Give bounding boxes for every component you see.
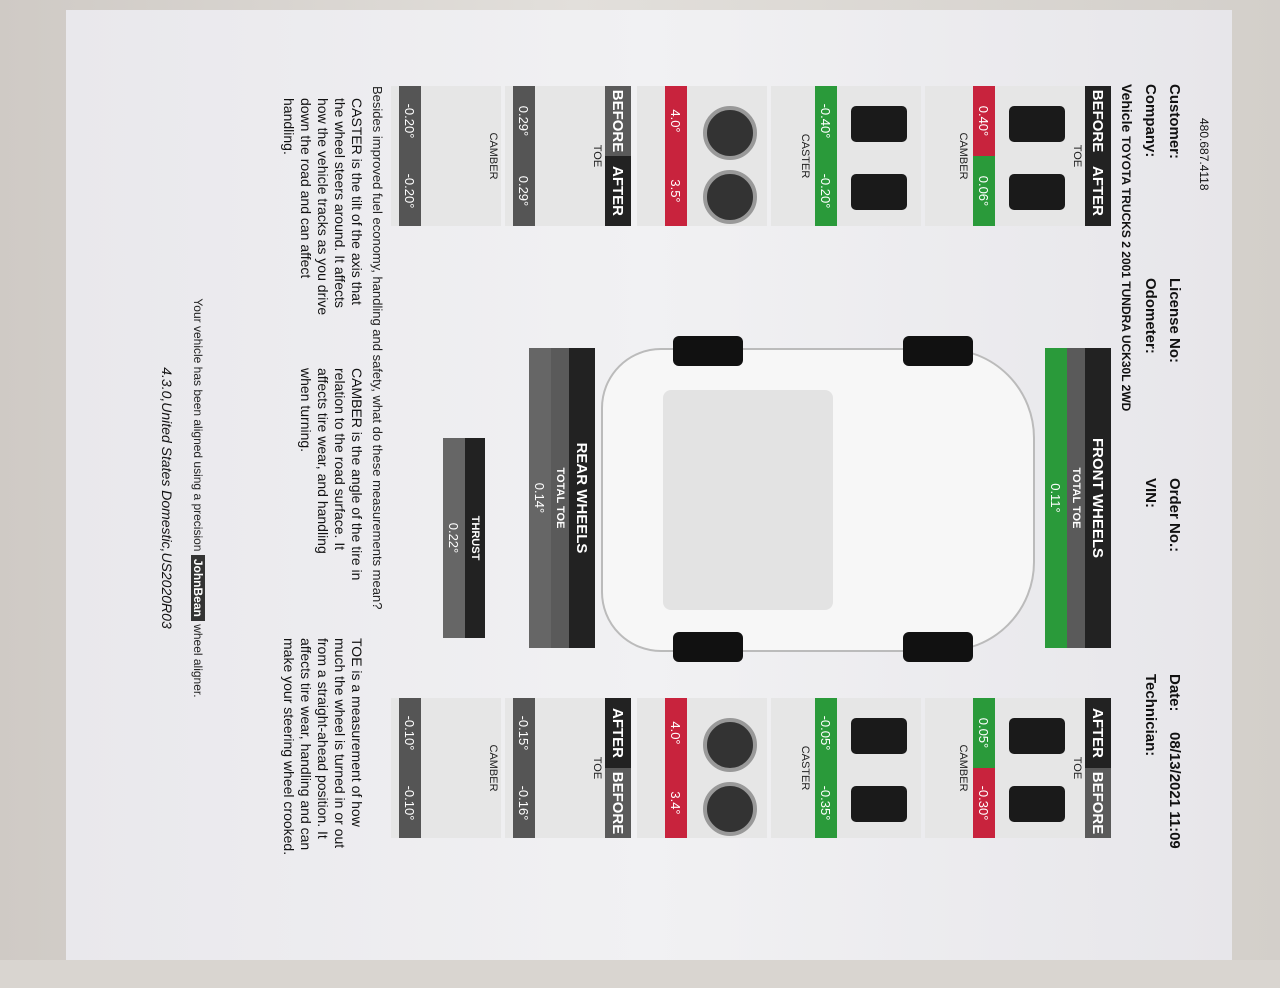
left-caster-block: 4.0° 3.5° bbox=[637, 86, 767, 226]
vehicle-top-view bbox=[601, 336, 1035, 662]
tire-icon bbox=[851, 174, 907, 210]
rear-left-toe-after: -0.20° bbox=[815, 156, 837, 226]
camber-caption-rear-right: CAMBER bbox=[957, 744, 969, 792]
technician-label: Technician: bbox=[1142, 674, 1159, 757]
camber-caption-front-left: CAMBER bbox=[487, 132, 499, 180]
footer-line: Your vehicle has been aligned using a pr… bbox=[191, 148, 205, 848]
right-caster-block: 4.0° 3.4° bbox=[637, 698, 767, 838]
toe-caption-rear-left: TOE bbox=[1071, 144, 1083, 168]
wheel-icon bbox=[703, 170, 757, 224]
front-left-toe-before: -0.20° bbox=[399, 86, 421, 156]
front-left-toe-after: -0.20° bbox=[399, 156, 421, 226]
tire-icon bbox=[1009, 174, 1065, 210]
tire-icon bbox=[1009, 718, 1065, 754]
rear-total-toe: 0.14° bbox=[529, 348, 551, 648]
tire-icon bbox=[851, 786, 907, 822]
toe-caption-front-right: TOE bbox=[591, 756, 603, 780]
thrust-value: 0.22° bbox=[443, 438, 465, 638]
front-left-caster-after: 3.5° bbox=[665, 156, 687, 226]
version-line: 4.3.0,United States Domestic,US2020R03 bbox=[159, 367, 175, 629]
front-right-camber-before: -0.16° bbox=[513, 768, 535, 838]
tab-after-right[interactable]: AFTER bbox=[1085, 698, 1111, 768]
customer-label: Customer: bbox=[1166, 84, 1183, 160]
tab-before-left[interactable]: BEFORE bbox=[1085, 86, 1111, 156]
front-wheels-header: FRONT WHEELS bbox=[1085, 348, 1111, 648]
tire-icon bbox=[851, 106, 907, 142]
front-right-caster-before: 3.4° bbox=[665, 768, 687, 838]
front-right-toe-before: -0.10° bbox=[399, 768, 421, 838]
caster-caption-left: CASTER bbox=[799, 133, 811, 179]
tire-icon bbox=[673, 336, 743, 366]
explain-heading: Besides improved fuel economy, handling … bbox=[370, 86, 385, 610]
rear-left-camber-after: 0.06° bbox=[973, 156, 995, 226]
front-left-caster-before: 4.0° bbox=[665, 86, 687, 156]
tab-after-right-lower[interactable]: AFTER bbox=[605, 698, 631, 768]
rear-left-block: TOE 0.40° 0.06° CAMBER bbox=[925, 86, 1085, 226]
thrust-caption: THRUST bbox=[465, 438, 485, 638]
rear-right-camber-before: -0.30° bbox=[973, 768, 995, 838]
date-label: Date: bbox=[1166, 674, 1183, 712]
tab-before-right-lower[interactable]: BEFORE bbox=[605, 768, 631, 838]
total-toe-caption-rear: TOTAL TOE bbox=[551, 348, 569, 648]
rear-right-toe-before: -0.35° bbox=[815, 768, 837, 838]
rear-right-block: TOE 0.05° -0.30° CAMBER bbox=[925, 698, 1085, 838]
tab-before-right[interactable]: BEFORE bbox=[1085, 768, 1111, 838]
order-label: Order No.: bbox=[1166, 478, 1183, 553]
license-label: License No: bbox=[1166, 278, 1183, 364]
date-value: 08/13/2021 11:09 bbox=[1166, 732, 1183, 849]
vehicle-line: Vehicle TOYOTA TRUCKS 2 2001 TUNDRA UCK3… bbox=[1119, 84, 1135, 411]
rear-right-toe-after: -0.05° bbox=[815, 698, 837, 768]
wheel-icon bbox=[703, 718, 757, 772]
caster-caption-right: CASTER bbox=[799, 745, 811, 791]
front-right-caster-after: 4.0° bbox=[665, 698, 687, 768]
tab-after-left[interactable]: AFTER bbox=[1085, 156, 1111, 226]
toe-caption-rear-right: TOE bbox=[1071, 756, 1083, 780]
rear-wheels-header: REAR WHEELS bbox=[569, 348, 595, 648]
wheel-icon bbox=[703, 106, 757, 160]
tire-icon bbox=[851, 718, 907, 754]
front-right-camber-block: TOE -0.15° -0.16° bbox=[505, 698, 605, 838]
toe-paragraph: TOE is a measurement of how much the whe… bbox=[281, 638, 365, 856]
tire-icon bbox=[1009, 786, 1065, 822]
front-right-camber-after: -0.15° bbox=[513, 698, 535, 768]
rear-left-camber-before: 0.40° bbox=[973, 86, 995, 156]
rear-left-toe-before: -0.40° bbox=[815, 86, 837, 156]
front-right-toe-after: -0.10° bbox=[399, 698, 421, 768]
front-left-camber-before: 0.29° bbox=[513, 86, 535, 156]
company-label: Company: bbox=[1142, 84, 1159, 158]
front-total-toe: 0.11° bbox=[1045, 348, 1067, 648]
total-toe-caption-front: TOTAL TOE bbox=[1067, 348, 1085, 648]
brand-logo: JohnBean bbox=[191, 554, 205, 621]
wheel-icon bbox=[703, 782, 757, 836]
camber-paragraph: CAMBER is the angle of the tire in relat… bbox=[298, 368, 365, 581]
footer-pre: Your vehicle has been aligned using a pr… bbox=[191, 298, 205, 552]
tire-icon bbox=[1009, 106, 1065, 142]
phone-number: 480.687.4118 bbox=[1197, 118, 1211, 191]
footer-post: wheel aligner. bbox=[191, 624, 205, 698]
truck-bed bbox=[663, 390, 833, 610]
rear-right-camber-after: 0.05° bbox=[973, 698, 995, 768]
alignment-report: 480.687.4118 Customer: Company: License … bbox=[55, 48, 1215, 988]
tire-icon bbox=[673, 632, 743, 662]
tire-icon bbox=[903, 336, 973, 366]
vehicle-label: Vehicle bbox=[1119, 84, 1135, 133]
tab-after-left-lower[interactable]: AFTER bbox=[605, 156, 631, 226]
front-left-toe-block: CAMBER -0.20° -0.20° bbox=[391, 86, 501, 226]
toe-caption-front-left: TOE bbox=[591, 144, 603, 168]
rear-right-toe-block: -0.05° -0.35° CASTER bbox=[771, 698, 921, 838]
front-right-toe-block: CAMBER -0.10° -0.10° bbox=[391, 698, 501, 838]
camber-caption-rear-left: CAMBER bbox=[957, 132, 969, 180]
rear-left-toe-block: -0.40° -0.20° CASTER bbox=[771, 86, 921, 226]
front-left-camber-block: TOE 0.29° 0.29° bbox=[505, 86, 605, 226]
vin-label: VIN: bbox=[1142, 478, 1159, 508]
tab-before-left-lower[interactable]: BEFORE bbox=[605, 86, 631, 156]
tire-icon bbox=[903, 632, 973, 662]
caster-paragraph: CASTER is the tilt of the axis that the … bbox=[281, 98, 365, 316]
camber-caption-front-right: CAMBER bbox=[487, 744, 499, 792]
vehicle-value: TOYOTA TRUCKS 2 2001 TUNDRA UCK30L 2WD bbox=[1119, 136, 1133, 412]
odometer-label: Odometer: bbox=[1142, 278, 1159, 354]
front-left-camber-after: 0.29° bbox=[513, 156, 535, 226]
